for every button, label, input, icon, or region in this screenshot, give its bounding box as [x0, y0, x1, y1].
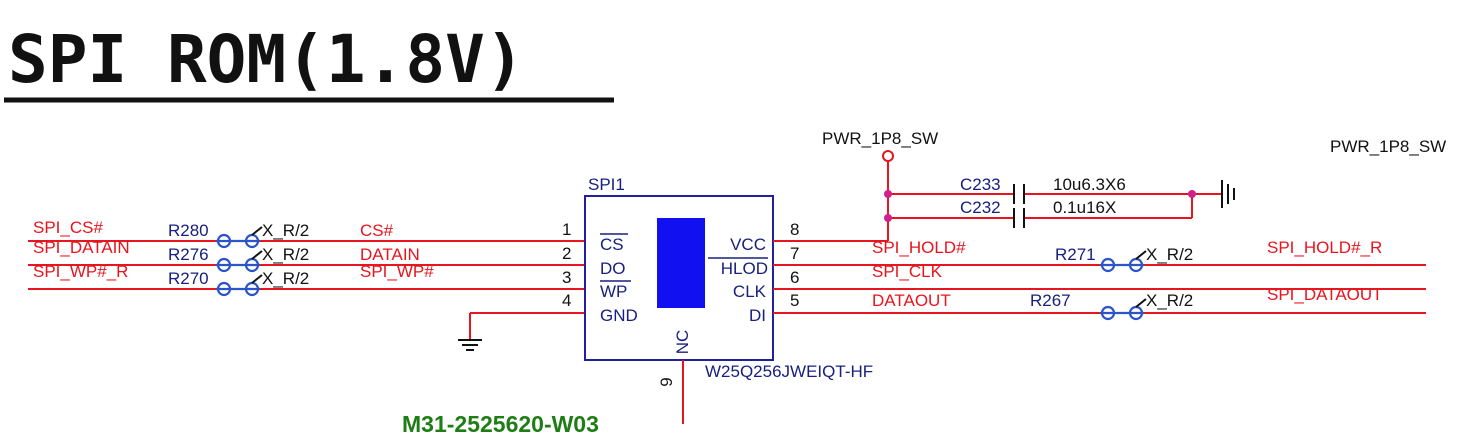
pin-number-8: 8 — [790, 220, 799, 239]
junction-dot-1 — [884, 190, 892, 198]
net-label-datain: DATAIN — [360, 245, 420, 264]
pin-number-3: 3 — [562, 268, 571, 287]
page-title: SPI ROM(1.8V) — [8, 21, 525, 98]
junction-dot-2 — [884, 214, 892, 222]
net-label-dataout: DATAOUT — [872, 291, 951, 310]
chip-die — [657, 218, 705, 308]
chip-ref: SPI1 — [588, 175, 625, 194]
junction-dot-3 — [1188, 190, 1196, 198]
resistor-ref-r267: R267 — [1030, 291, 1071, 310]
pin-number-1: 1 — [562, 220, 571, 239]
pin-name-hlod: HLOD — [721, 259, 768, 278]
jumper-r271-icon — [1100, 250, 1147, 273]
pin-name-gnd: GND — [600, 306, 638, 325]
resistor-ref-r276: R276 — [168, 245, 209, 264]
right-net-wires — [773, 240, 1426, 314]
resistor-value-r270: X_R/2 — [262, 269, 309, 288]
chip-part-number: M31-2525620-W03 — [402, 411, 599, 437]
net-label-spi-dataout: SPI_DATAOUT — [1267, 285, 1383, 304]
net-label-spi-hold: SPI_HOLD# — [872, 238, 966, 257]
cap-ref-c232: C232 — [960, 198, 1001, 217]
jumper-r270-icon — [216, 274, 263, 297]
power-net-top: PWR_1P8_SW — [822, 129, 938, 148]
resistor-ref-r280: R280 — [168, 221, 209, 240]
net-label-spi-wp: SPI_WP# — [360, 262, 434, 281]
resistor-value-r267: X_R/2 — [1146, 291, 1193, 310]
resistor-value-r271: X_R/2 — [1146, 245, 1193, 264]
pin-name-di: DI — [749, 306, 766, 325]
capacitor-c233-icon — [1013, 184, 1025, 204]
pin-number-6: 6 — [790, 268, 799, 287]
pin-name-wp: WP — [600, 282, 627, 301]
jumper-r280-icon — [216, 226, 263, 249]
power-net-right: PWR_1P8_SW — [1330, 137, 1446, 156]
chip-part-name: W25Q256JWEIQT-HF — [705, 362, 873, 381]
net-label-cs: CS# — [360, 221, 394, 240]
resistor-ref-r271: R271 — [1055, 245, 1096, 264]
net-label-spi-hold-r: SPI_HOLD#_R — [1267, 238, 1382, 257]
cap-value-c232: 0.1u16X — [1053, 198, 1116, 217]
cap-ref-c233: C233 — [960, 175, 1001, 194]
pin-name-do: DO — [600, 259, 626, 278]
pin-number-4: 4 — [562, 291, 571, 310]
power-port-icon — [882, 150, 894, 162]
ground-icon-pin4 — [458, 313, 482, 351]
pin-name-vcc: VCC — [730, 235, 766, 254]
pin-number-5: 5 — [790, 291, 799, 310]
pin-name-nc: NC — [673, 330, 692, 355]
resistor-value-r276: X_R/2 — [262, 245, 309, 264]
resistor-ref-r270: R270 — [168, 269, 209, 288]
pin-number-7: 7 — [790, 244, 799, 263]
capacitor-c232-icon — [1013, 208, 1025, 228]
pin-number-2: 2 — [562, 244, 571, 263]
pin-name-clk: CLK — [733, 282, 767, 301]
net-label-spi-cs: SPI_CS# — [33, 218, 103, 237]
resistor-value-r280: X_R/2 — [262, 221, 309, 240]
cap-value-c233: 10u6.3X6 — [1053, 175, 1126, 194]
net-label-spi-datain: SPI_DATAIN — [33, 238, 130, 257]
net-label-spi-clk: SPI_CLK — [872, 262, 943, 281]
pin-number-9: 9 — [657, 377, 676, 386]
pin-name-cs: CS — [600, 235, 624, 254]
jumper-r276-icon — [216, 250, 263, 273]
jumper-r267-icon — [1100, 298, 1147, 321]
left-net-wires — [28, 240, 585, 314]
ground-icon-caps — [1221, 180, 1235, 208]
net-label-spi-wp-r: SPI_WP#_R — [33, 262, 128, 281]
